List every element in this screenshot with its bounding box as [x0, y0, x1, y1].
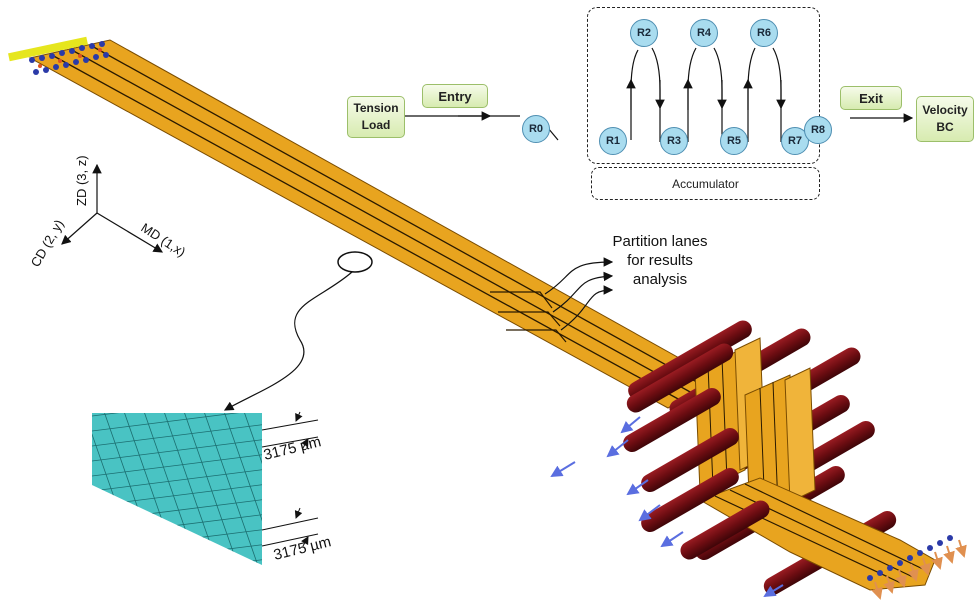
lane-line [89, 44, 705, 387]
roller-r5: R5 [720, 127, 748, 155]
roller-r6: R6 [750, 19, 778, 47]
detail-leader-line [223, 271, 353, 411]
partition-lane-marker [490, 291, 553, 309]
zd-axis-label: ZD (3, z) [74, 155, 89, 206]
mesh-dimension-bottom [261, 507, 319, 547]
mesh-size-top-label: 3175 µm [262, 433, 323, 464]
cd-axis-label: CD (2, y) [28, 217, 67, 270]
entry-boundary-condition [8, 36, 109, 75]
md-axis-label: MD (1,x) [138, 220, 188, 260]
roller-r2: R2 [630, 19, 658, 47]
detail-highlight-circle [337, 251, 373, 273]
roller-bc-arrows [550, 416, 784, 598]
tension-load-box: Tension Load [347, 96, 405, 138]
velocity-bc-box: Velocity BC [916, 96, 974, 142]
partition-callout-arrows [544, 257, 614, 331]
accumulator-frame [587, 7, 820, 164]
roller-r1: R1 [599, 127, 627, 155]
exit-boundary-condition [867, 535, 967, 600]
roller-r3: R3 [660, 127, 688, 155]
lane-line [49, 53, 681, 401]
coordinate-triad [61, 163, 164, 253]
mesh-detail [92, 413, 262, 565]
exit-box: Exit [840, 86, 902, 110]
roller-r8: R8 [804, 116, 832, 144]
lane-line [744, 483, 926, 571]
partition-lanes-note: Partition lanes for results analysis [612, 233, 708, 288]
partition-lane-marker [506, 329, 567, 343]
partition-lane-marker [498, 311, 561, 327]
mesh-dimension-top [261, 411, 319, 449]
lane-line [69, 48, 693, 394]
accumulator-label: Accumulator [591, 167, 820, 200]
entry-box: Entry [422, 84, 488, 108]
front-rollers [623, 343, 770, 560]
roller-r0: R0 [522, 115, 550, 143]
roller-r4: R4 [690, 19, 718, 47]
